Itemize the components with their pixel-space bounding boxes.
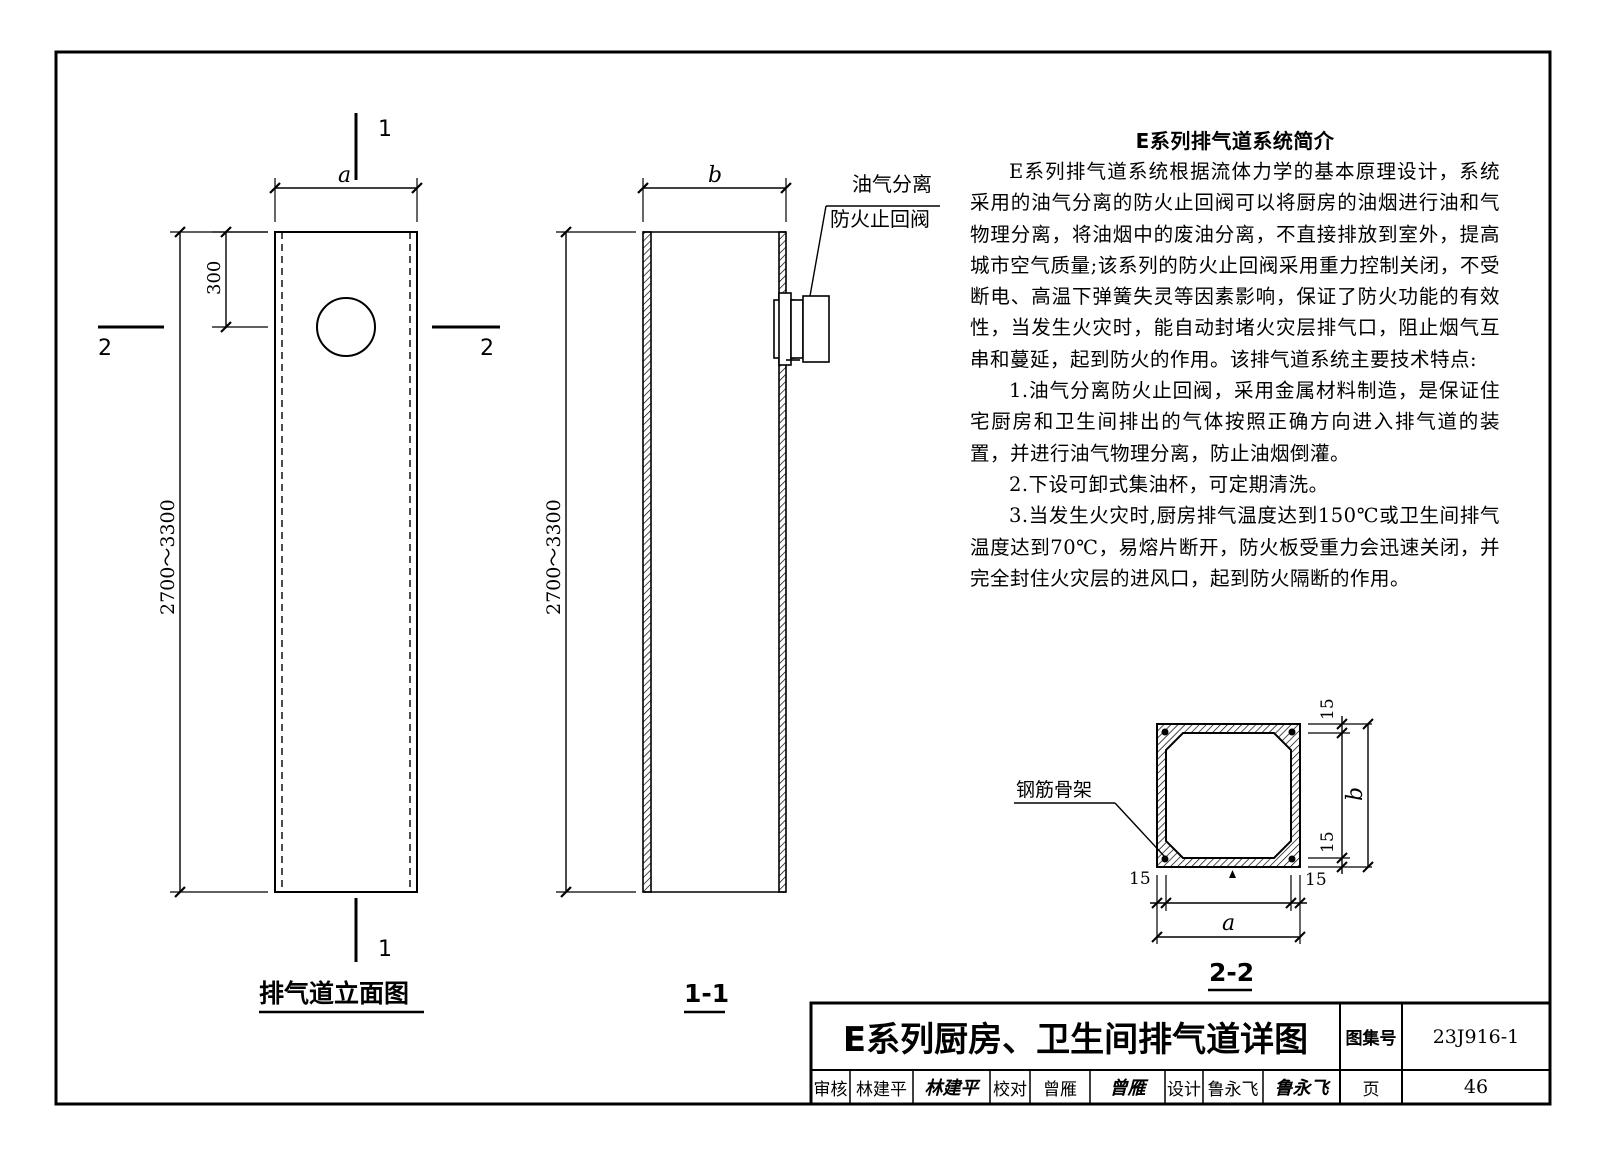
section-2-2-view: 钢筋骨架 15 15 b 15 15 a 2-2 [1014, 698, 1374, 992]
design-label: 设计 [1167, 1079, 1201, 1100]
rebar-dot [1161, 855, 1169, 863]
checker-signature: 曾雁 [1109, 1078, 1146, 1099]
title-block: E系列厨房、卫生间排气道详图 图集号 23J916-1 审核 林建平 林建平 校… [811, 1003, 1551, 1101]
section-1-1-view: 油气分离 防火止回阀 b 2700～3300 1-1 [543, 163, 940, 1014]
section-2-dim-15-bottom-right: 15 [1305, 870, 1327, 890]
section-1-dim-height: 2700～3300 [543, 499, 565, 615]
reviewer-signature: 林建平 [924, 1078, 979, 1099]
section-2-dim-15-bottom-left: 15 [1129, 869, 1151, 889]
section-2-left-label: 2 [98, 336, 112, 361]
direction-triangle [1229, 870, 1236, 878]
duct-wall-left [642, 231, 652, 893]
check-label: 校对 [993, 1079, 1027, 1100]
elevation-dim-height: 2700～3300 [157, 499, 179, 615]
elevation-title: 排气道立面图 [259, 979, 409, 1008]
duct-cross-section [1156, 723, 1301, 868]
designer-signature: 鲁永飞 [1274, 1078, 1329, 1099]
intro-heading: E系列排气道系统简介 [1135, 129, 1335, 153]
designer-name: 鲁永飞 [1207, 1079, 1259, 1100]
page-label: 页 [1362, 1079, 1380, 1100]
checker-name: 曾雁 [1043, 1079, 1077, 1100]
oil-gas-separation-fire-check-valve [773, 292, 830, 366]
rebar-dot [1288, 855, 1296, 863]
rebar-frame-label: 钢筋骨架 [1016, 779, 1092, 801]
intro-feature-2: 2.下设可卸式集油杯，可定期清洗。 [1009, 472, 1329, 496]
elevation-dim-300: 300 [204, 261, 225, 295]
section-1-1-title: 1-1 [684, 979, 729, 1008]
valve-label-line1: 油气分离 [852, 172, 932, 196]
section-1-top-label: 1 [378, 117, 392, 142]
exhaust-opening [316, 297, 376, 357]
section-2-dim-b: b [1343, 787, 1368, 801]
reviewer-name: 林建平 [856, 1079, 907, 1100]
atlas-number: 23J916-1 [1432, 1025, 1520, 1048]
atlas-label: 图集号 [1345, 1029, 1397, 1049]
rebar-dot [1161, 728, 1169, 736]
section-2-dim-a: a [1222, 911, 1235, 936]
section-1-bottom-label: 1 [378, 937, 392, 962]
drawing-title: E系列厨房、卫生间排气道详图 [842, 1020, 1309, 1060]
page-number: 46 [1463, 1076, 1489, 1098]
valve-label-line2: 防火止回阀 [830, 207, 930, 231]
duct-elevation [274, 231, 418, 893]
elevation-view: 1 1 2 2 a 300 2700～3300 [98, 113, 500, 1014]
intro-feature-3: 3.当发生火灾时,厨房排气温度达到150℃或卫生间排气温度达到70℃，易熔片断开… [970, 504, 1500, 590]
section-2-dim-15-top: 15 [1318, 698, 1338, 720]
intro-feature-1: 1.油气分离防火止回阀，采用金属材料制造，是保证住宅厨房和卫生间排出的气体按照正… [970, 379, 1500, 465]
section-2-2-title: 2-2 [1209, 958, 1254, 987]
section-1-dim-b: b [708, 163, 722, 188]
rebar-dot [1288, 728, 1296, 736]
drawing-frame [54, 50, 1552, 1106]
elevation-dim-a: a [338, 163, 351, 188]
intro-paragraph: E系列排气道系统根据流体力学的基本原理设计，系统采用的油气分离的防火止回阀可以将… [970, 160, 1500, 371]
section-2-right-label: 2 [480, 336, 494, 361]
section-2-dim-15-mid: 15 [1318, 831, 1338, 853]
system-introduction: E系列排气道系统简介 E系列排气道系统根据流体力学的基本原理设计，系统采用的油气… [970, 128, 1500, 594]
title-block-grid [809, 1001, 1552, 1106]
review-label: 审核 [813, 1079, 848, 1100]
